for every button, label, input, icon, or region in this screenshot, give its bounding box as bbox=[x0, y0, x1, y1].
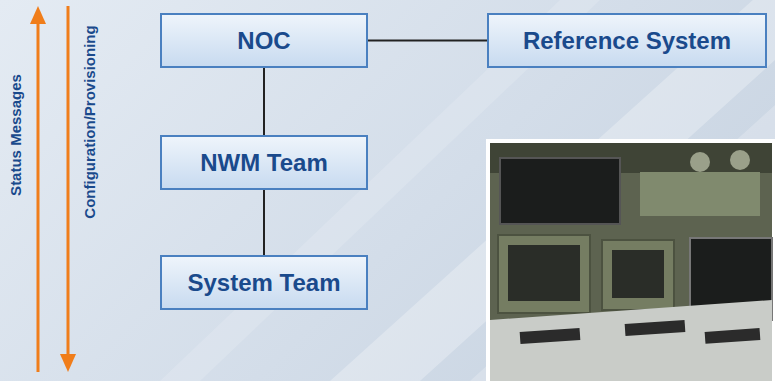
stripe bbox=[470, 105, 775, 381]
box-title: System Team bbox=[188, 269, 341, 297]
connector-line bbox=[368, 40, 487, 42]
connector-line bbox=[263, 190, 265, 255]
photo-keyboard bbox=[520, 328, 581, 344]
box-title: NWM Team bbox=[200, 149, 328, 177]
photo-frame bbox=[486, 139, 775, 381]
photo-screen bbox=[508, 245, 580, 301]
photo-monitor bbox=[500, 158, 620, 224]
process-box: Reference System bbox=[487, 13, 767, 68]
config-arrow-head bbox=[60, 354, 76, 372]
status-arrow-shaft bbox=[37, 22, 40, 372]
status-arrow-head bbox=[30, 6, 46, 24]
box-title: Reference System bbox=[523, 27, 731, 55]
photo-desk bbox=[490, 300, 772, 381]
photo-cabinet bbox=[640, 172, 760, 216]
connector-line bbox=[263, 68, 265, 135]
photo-rack bbox=[602, 240, 674, 310]
config-arrow-shaft bbox=[67, 6, 70, 356]
process-box: System Team bbox=[160, 255, 368, 310]
axis-label: Configuration/Provisioning bbox=[81, 4, 99, 240]
photo-wall bbox=[490, 143, 772, 381]
photo-screen bbox=[612, 250, 664, 298]
box-title: NOC bbox=[237, 27, 290, 55]
axis-label: Status Messages bbox=[7, 50, 25, 220]
photo-rack bbox=[498, 235, 590, 313]
photo-keyboard bbox=[705, 328, 761, 344]
photo-keyboard bbox=[625, 320, 686, 336]
process-box: NWM Team bbox=[160, 135, 368, 190]
process-box: NOC bbox=[160, 13, 368, 68]
photo-lamp bbox=[690, 152, 710, 172]
photo-lamp bbox=[730, 150, 750, 170]
